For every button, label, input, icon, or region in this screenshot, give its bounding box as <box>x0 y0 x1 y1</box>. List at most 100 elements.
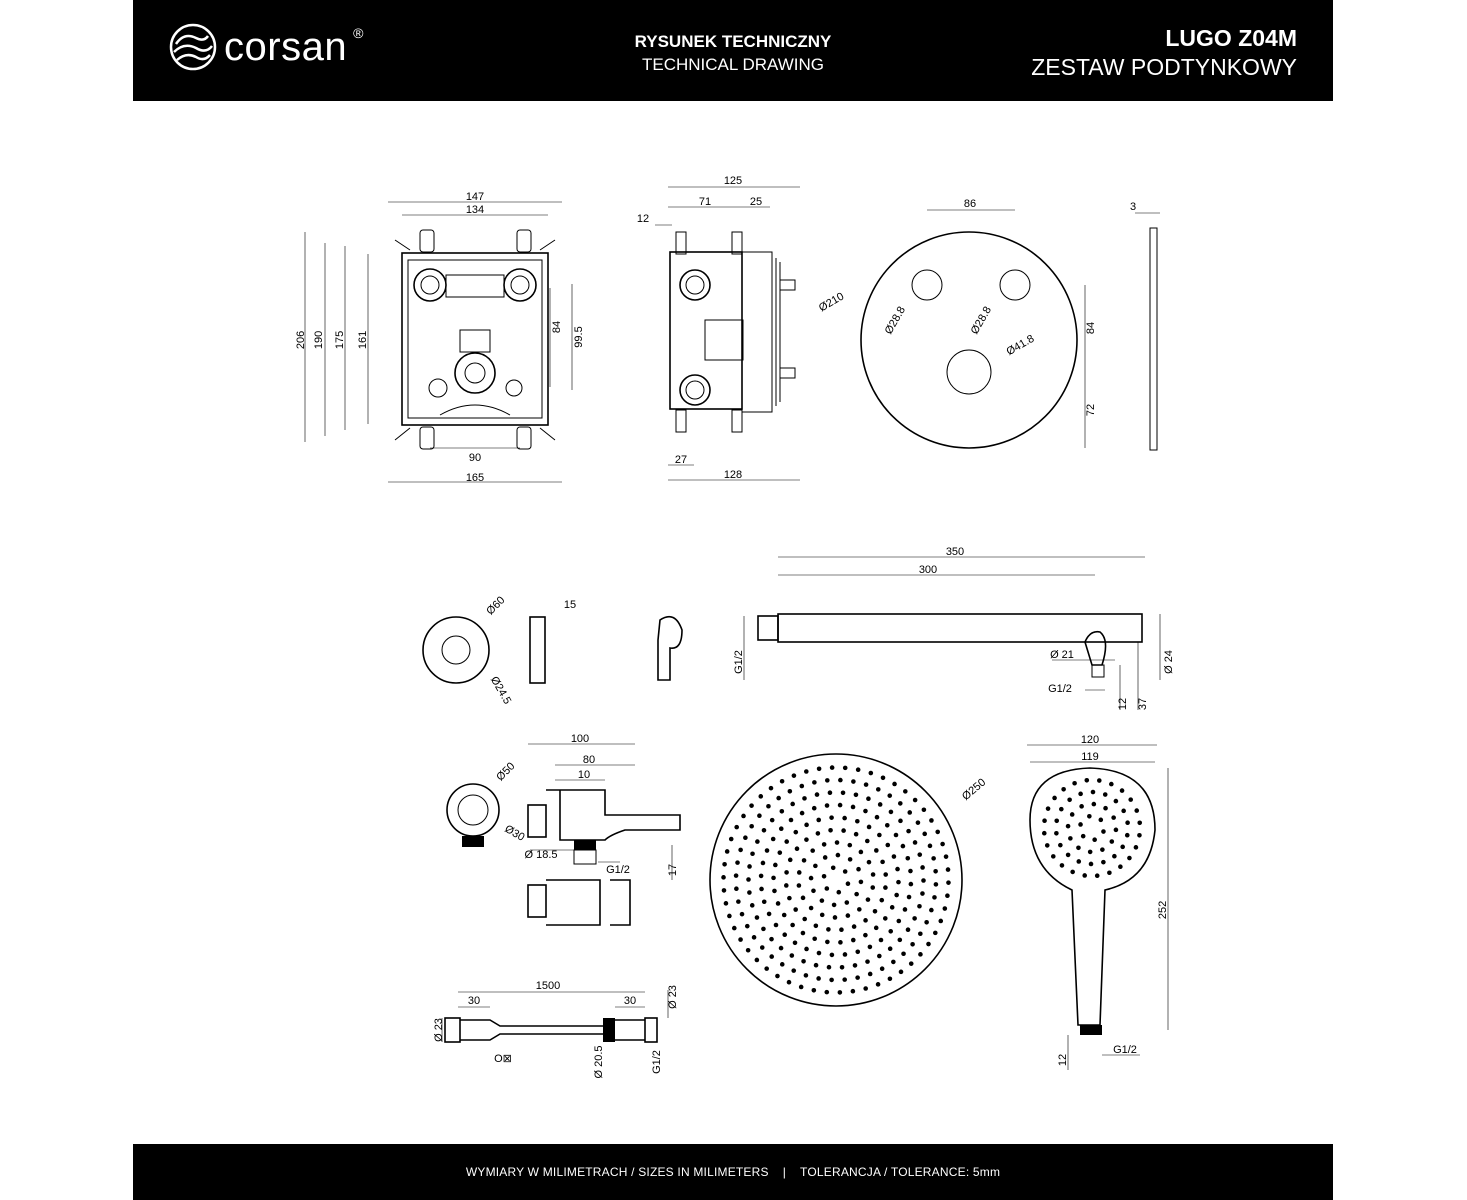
dim-161: 161 <box>357 331 369 349</box>
nozzle-dot <box>842 815 847 821</box>
nozzle-dot <box>799 783 805 789</box>
dim-d20-5: Ø 20.5 <box>593 1045 605 1078</box>
nozzle-dot <box>885 842 891 848</box>
nozzle-dot <box>755 839 760 844</box>
nozzle-dot <box>758 873 764 879</box>
nozzle-dot <box>918 931 923 937</box>
nozzle-dot <box>788 817 794 823</box>
nozzle-dot <box>1084 777 1090 783</box>
nozzle-dot <box>1054 818 1060 824</box>
nozzle-dot <box>731 925 737 931</box>
nozzle-dot <box>789 953 795 958</box>
nozzle-dot <box>787 895 792 901</box>
nozzle-dots <box>721 765 951 995</box>
nozzle-dot <box>867 971 873 977</box>
nozzle-dot <box>1119 788 1125 793</box>
nozzle-dot <box>791 968 797 973</box>
nozzle-dot <box>1070 869 1075 875</box>
nozzle-dot <box>773 922 779 928</box>
nozzle-dot <box>842 765 848 771</box>
nozzle-dot <box>855 949 861 955</box>
nozzle-dot <box>946 880 951 885</box>
nozzle-dot <box>1109 781 1114 787</box>
dim-hose-30-right: 30 <box>624 995 636 1007</box>
dim-arm-12: 12 <box>1117 698 1129 710</box>
nozzle-dot <box>804 946 809 952</box>
dim-hose-g12: G1/2 <box>651 1050 663 1074</box>
nozzle-dot <box>790 922 795 928</box>
nozzle-dot <box>1068 836 1073 841</box>
nozzle-dot <box>940 841 945 847</box>
nozzle-dot <box>917 903 922 909</box>
nozzle-dot <box>783 883 789 888</box>
nozzle-dot <box>1087 849 1093 855</box>
nozzle-dot <box>810 848 815 853</box>
nozzle-dot <box>771 875 776 881</box>
nozzle-dot <box>798 984 804 990</box>
nozzle-dot <box>764 848 770 853</box>
nozzle-dot <box>821 874 827 879</box>
nozzle-dot <box>932 895 937 900</box>
nozzle-dot <box>804 837 809 842</box>
nozzle-dot <box>825 939 830 945</box>
dim-d18-5: Ø 18.5 <box>524 849 557 861</box>
nozzle-dot <box>1042 818 1047 823</box>
nozzle-dot <box>769 817 775 823</box>
nozzle-dot <box>851 924 857 929</box>
nozzle-dot <box>784 839 790 844</box>
nozzle-dot <box>892 781 897 787</box>
nozzle-dot <box>1052 795 1057 801</box>
dim-147: 147 <box>466 191 484 203</box>
nozzle-dot <box>835 852 841 858</box>
dim-d250: Ø250 <box>960 776 988 802</box>
nozzle-dot <box>819 912 825 918</box>
nozzle-dot <box>845 913 851 918</box>
nozzle-dot <box>1076 845 1081 851</box>
nozzle-dot <box>855 818 860 824</box>
nozzle-dot <box>761 899 767 905</box>
nozzle-dot <box>875 787 881 792</box>
nozzle-dot <box>931 856 936 861</box>
nozzle-dot <box>770 836 776 842</box>
nozzle-dot <box>845 881 851 886</box>
nozzle-dot <box>856 866 861 872</box>
nozzle-dot <box>1090 789 1096 795</box>
nozzle-dot <box>829 815 834 820</box>
nozzle-dot <box>1054 830 1059 836</box>
dim-128: 128 <box>724 469 742 481</box>
nozzle-dot <box>912 840 918 845</box>
nozzle-dot <box>1098 817 1104 823</box>
nozzle-dot <box>901 951 906 957</box>
nozzle-dot <box>898 818 903 824</box>
nozzle-dot <box>734 824 739 830</box>
nozzle-dot <box>825 778 830 783</box>
nozzle-dot <box>1065 823 1071 829</box>
nozzle-dot <box>863 986 868 991</box>
nozzle-dot <box>850 937 856 943</box>
nozzle-dot <box>1061 786 1066 792</box>
nozzle-dot <box>813 923 819 929</box>
nozzle-dot <box>877 802 883 807</box>
dim-3: 3 <box>1130 201 1136 213</box>
nozzle-dot <box>733 873 739 878</box>
dim-12: 12 <box>637 213 649 225</box>
nozzle-dot <box>754 915 760 920</box>
nozzle-dot <box>896 879 901 885</box>
title-pl: RYSUNEK TECHNICZNY <box>634 32 832 51</box>
nozzle-dot <box>803 973 809 978</box>
nozzle-dot <box>915 820 921 825</box>
nozzle-dot <box>880 859 885 865</box>
nozzle-dot <box>834 840 840 845</box>
nozzle-dot <box>749 823 754 829</box>
nozzle-dot <box>879 897 885 903</box>
nozzle-dot <box>1127 855 1132 861</box>
nozzle-dot <box>855 767 861 773</box>
nozzle-dot <box>828 827 833 833</box>
dim-350: 350 <box>946 546 964 558</box>
nozzle-dot <box>866 796 871 802</box>
nozzle-dot <box>1072 780 1077 786</box>
dim-90: 90 <box>469 452 481 464</box>
nozzle-dot <box>796 870 802 875</box>
nozzle-dot <box>910 941 915 947</box>
